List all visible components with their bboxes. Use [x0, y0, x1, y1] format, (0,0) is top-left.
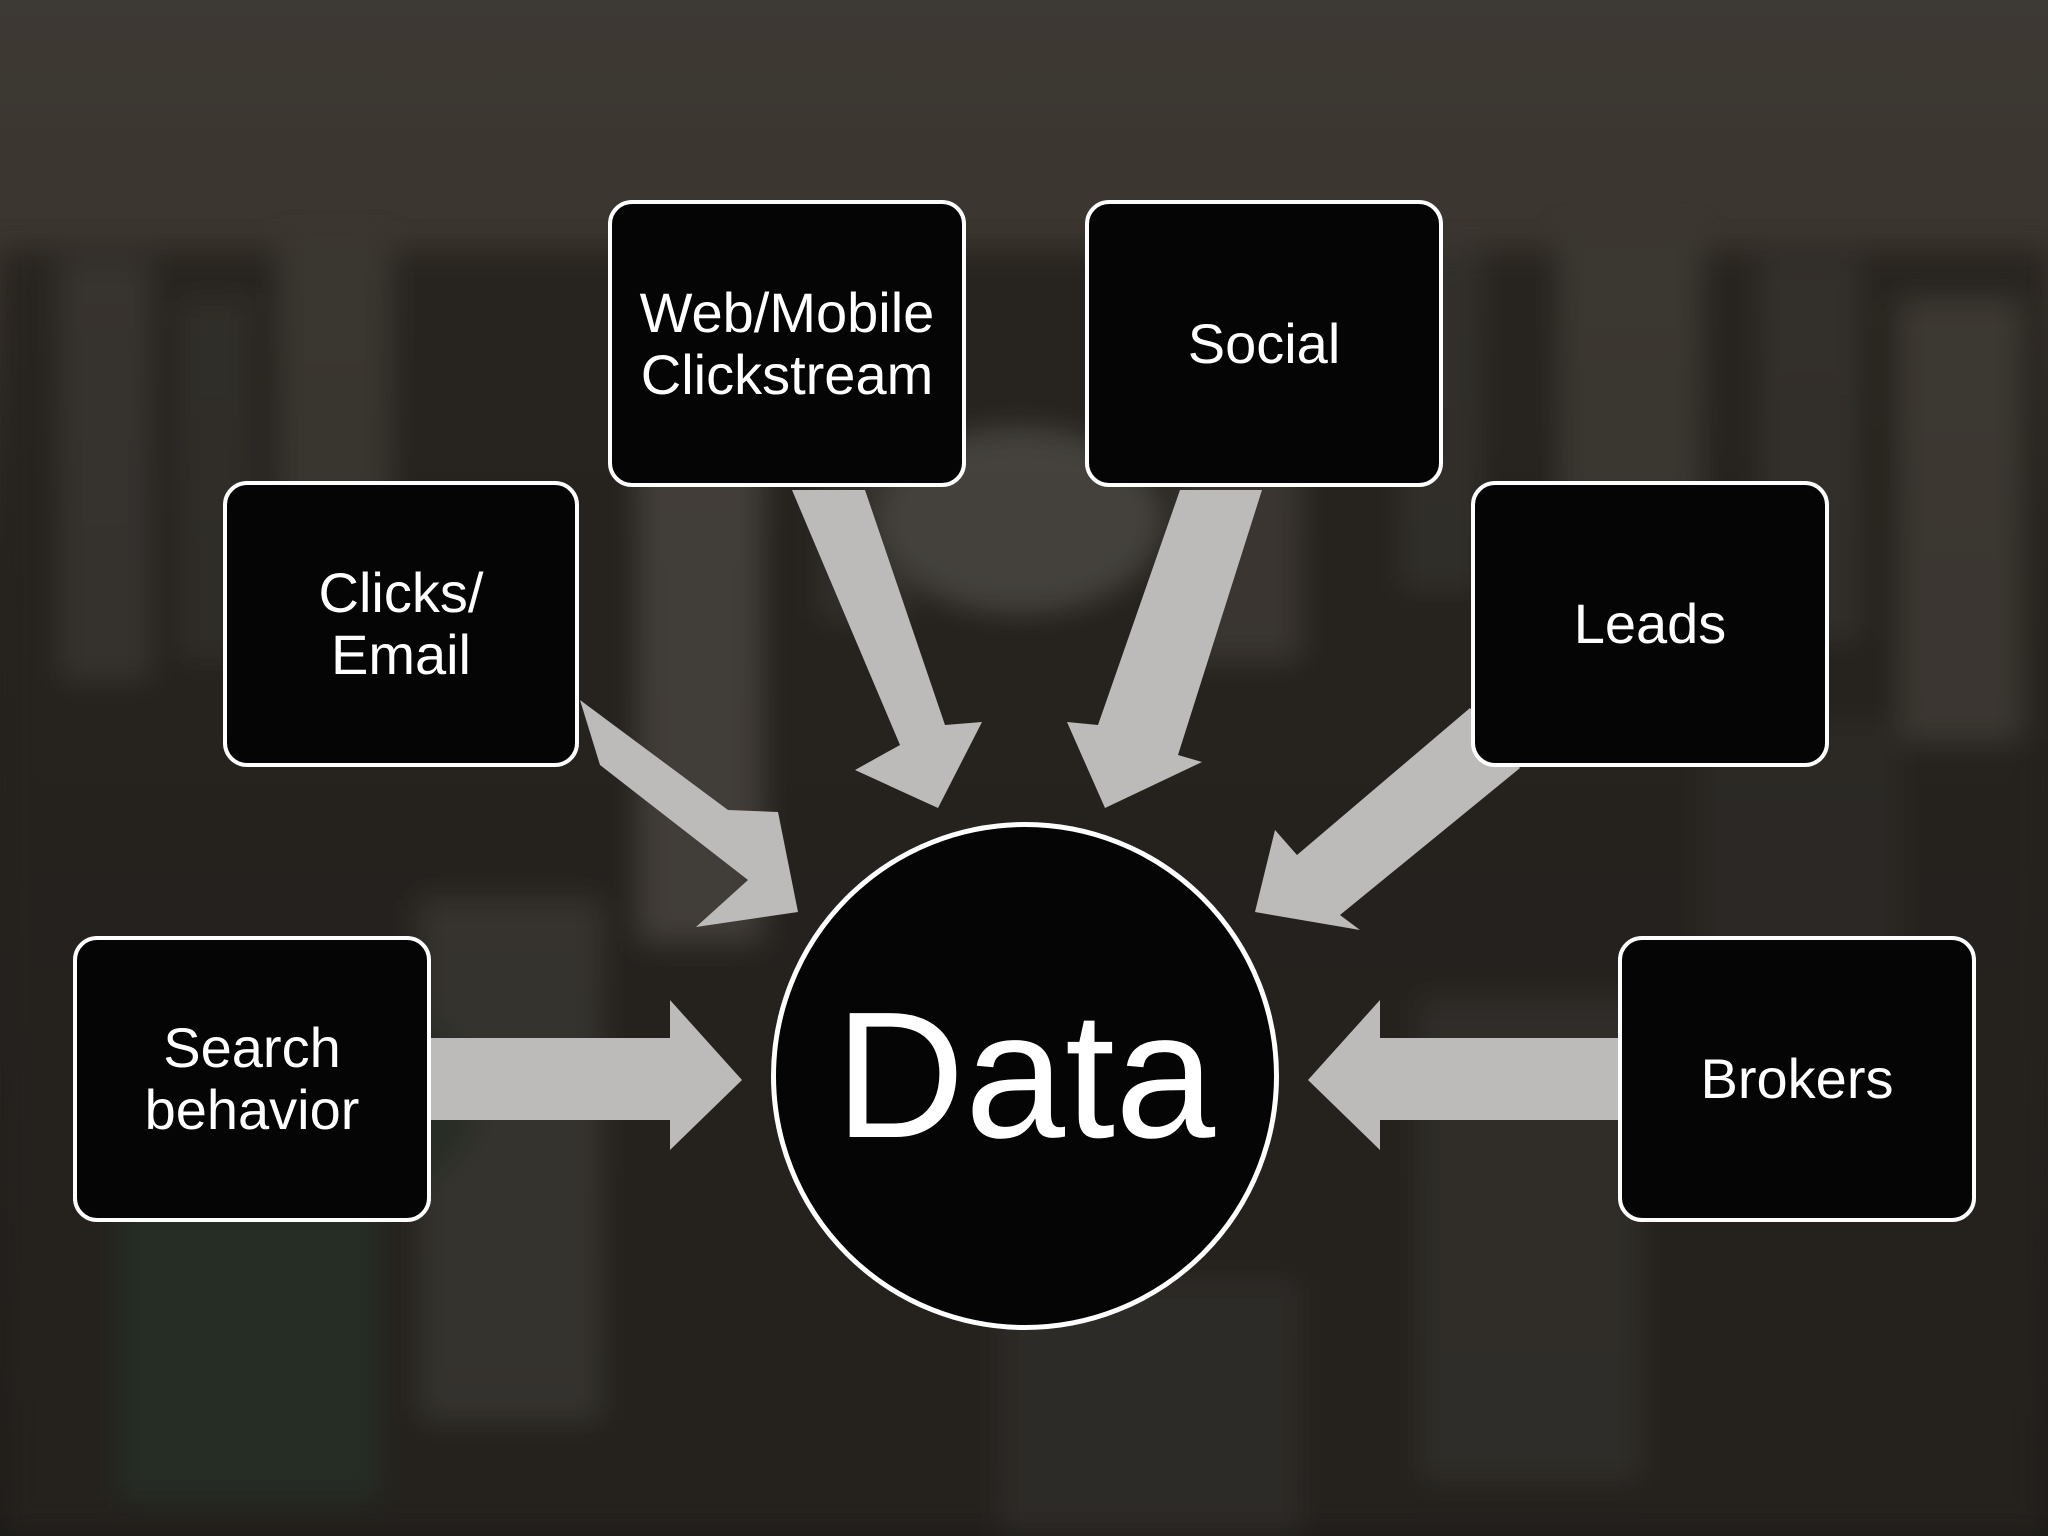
arrow-leads	[1255, 708, 1520, 930]
node-label: Web/Mobile Clickstream	[639, 280, 935, 406]
arrow-search	[428, 1000, 742, 1150]
node-label: Social	[1187, 311, 1341, 375]
node-brokers: Brokers	[1618, 936, 1976, 1222]
node-web-mobile-clickstream: Web/Mobile Clickstream	[608, 200, 966, 487]
arrow-brokers	[1308, 1000, 1618, 1150]
node-search-behavior: Search behavior	[73, 936, 431, 1222]
arrow-social	[1067, 490, 1262, 808]
node-label: Search behavior	[144, 1016, 360, 1141]
node-social: Social	[1085, 200, 1443, 487]
node-label: Leads	[1573, 592, 1727, 655]
hub-circle: Data	[771, 822, 1279, 1330]
node-clicks-email: Clicks/ Email	[223, 481, 579, 767]
node-label: Clicks/ Email	[318, 561, 484, 686]
hub-label: Data	[834, 975, 1216, 1176]
arrow-web	[792, 490, 982, 808]
arrow-clicks	[580, 700, 798, 927]
node-leads: Leads	[1471, 481, 1829, 767]
node-label: Brokers	[1700, 1047, 1894, 1110]
